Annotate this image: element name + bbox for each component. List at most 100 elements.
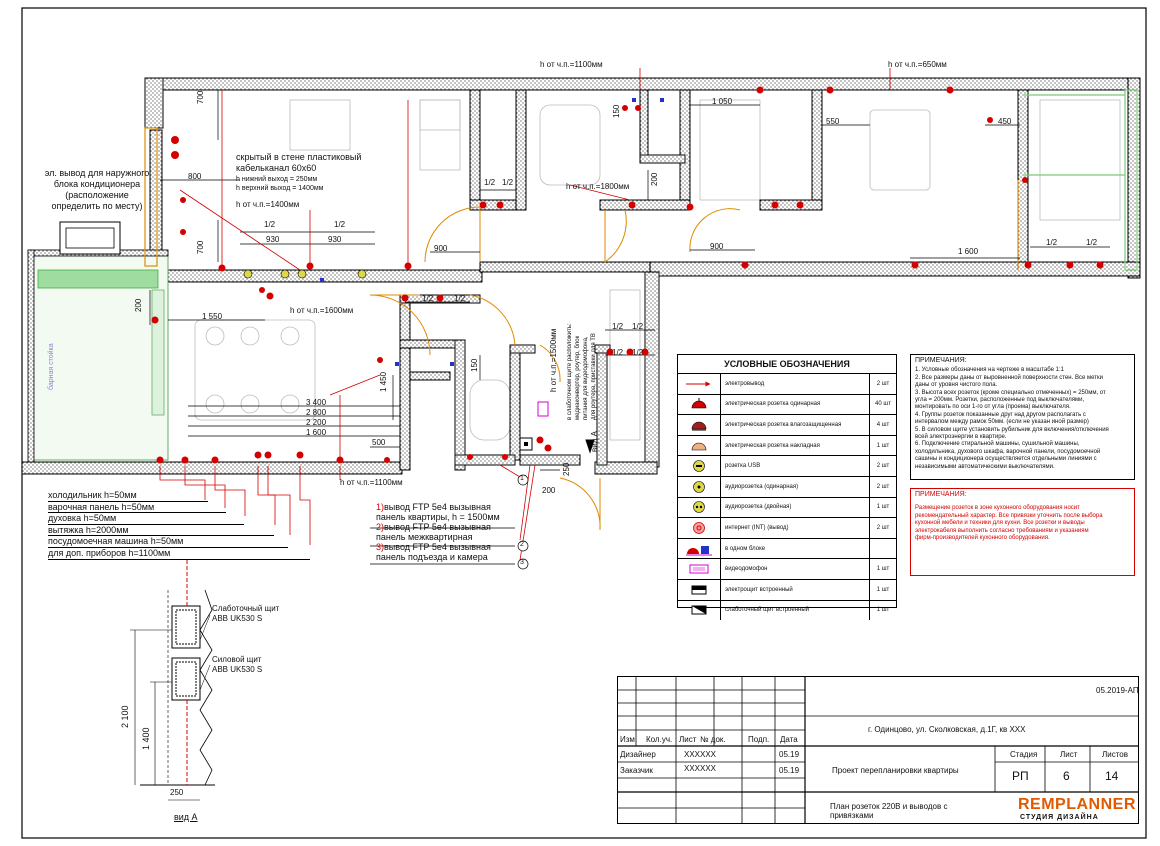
- dim-150a: 150: [612, 104, 621, 118]
- dim-930b: 930: [328, 235, 342, 244]
- dim-half-1: 1/2: [264, 220, 276, 229]
- audio-socket-double-icon: [693, 501, 705, 514]
- appliance-hob: варочная панель h=50мм: [48, 502, 226, 514]
- dim-900b: 900: [710, 242, 724, 251]
- balcony: [27, 221, 169, 463]
- tb-h-date: Дата: [780, 735, 798, 744]
- dim-250: 250: [562, 462, 571, 476]
- door-swings: [369, 206, 741, 531]
- ac-outlet-note: эл. вывод для наружного блока кондиционе…: [44, 168, 150, 211]
- sockets: [151, 86, 1104, 464]
- tb-designer-label: Дизайнер: [620, 750, 656, 759]
- appliance-list: холодильник h=50мм варочная панель h=50м…: [48, 490, 310, 560]
- ftp-circle-1: 1: [520, 475, 524, 482]
- view-a-title: вид А: [174, 812, 198, 822]
- dim-half-5: 1/2: [484, 178, 496, 187]
- label-h1400: h от ч.п.=1400мм: [236, 200, 300, 209]
- legend-row: аудиорозетка (одинарная)2 шт: [678, 476, 896, 498]
- label-h1500-vertical: h от ч.п.=1500мм: [549, 328, 558, 392]
- dim-half-4: 1/2: [454, 294, 466, 303]
- tb-project: Проект перепланировки квартиры: [832, 766, 959, 775]
- tb-sheet: 6: [1063, 769, 1070, 783]
- dim-half-11: 1/2: [612, 348, 624, 357]
- label-h1600: h от ч.п.=1600мм: [290, 306, 354, 315]
- dim-2200: 2 200: [306, 418, 327, 427]
- combined-block-icon: [686, 545, 712, 556]
- dimension-lines: [149, 90, 1110, 471]
- dim-half-7: 1/2: [1046, 238, 1058, 247]
- dim-930a: 930: [266, 235, 280, 244]
- logo-subtitle: СТУДИЯ ДИЗАЙНА: [1020, 814, 1099, 821]
- socket-surface-icon: [691, 442, 707, 450]
- dim-half-10: 1/2: [632, 322, 644, 331]
- dim-1450: 1 450: [379, 371, 388, 392]
- dim-700b: 700: [196, 240, 205, 254]
- internet-socket-icon: [693, 522, 705, 534]
- tb-sheets: 14: [1105, 769, 1119, 783]
- tb-designer-date: 05.19: [779, 750, 800, 759]
- dim-half-2: 1/2: [334, 220, 346, 229]
- tb-h-kol: Кол.уч.: [646, 735, 673, 744]
- tb-h-doc: № док.: [700, 735, 726, 744]
- tb-h-sheets: Листов: [1102, 750, 1128, 759]
- dim-1050: 1 050: [712, 97, 733, 106]
- audio-socket-single-icon: [693, 480, 705, 493]
- power-panel-icon: [691, 585, 707, 595]
- dim-half-12: 1/2: [632, 348, 644, 357]
- view-a-dim-2100: 2 100: [120, 705, 130, 728]
- dim-2800: 2 800: [306, 408, 327, 417]
- balcony-label: барная стойка: [48, 343, 55, 390]
- dim-900a: 900: [434, 244, 448, 253]
- legend-title: УСЛОВНЫЕ ОБОЗНАЧЕНИЯ: [678, 355, 896, 374]
- view-a-elevation: [130, 560, 215, 801]
- dim-700a: 700: [196, 90, 205, 104]
- tb-h-list: Лист: [679, 735, 697, 744]
- view-a-marker: [585, 439, 595, 454]
- dim-450: 450: [998, 117, 1012, 126]
- title-block: [617, 676, 1139, 824]
- title-block-grid: [617, 676, 1139, 824]
- dim-3400: 3 400: [306, 398, 327, 407]
- dim-half-8: 1/2: [1086, 238, 1098, 247]
- videophone-icon: [689, 564, 709, 574]
- legend-row: интернет (INT) (вывод)2 шт: [678, 518, 896, 539]
- dim-800: 800: [188, 172, 202, 181]
- notes-panel: ПРИМЕЧАНИЯ: 1. Условные обозначения на ч…: [910, 354, 1135, 480]
- sheet-frame: [21, 7, 1147, 839]
- tb-code: 05.2019-АП: [1096, 686, 1139, 695]
- dim-500: 500: [372, 438, 386, 447]
- legend-row: в одном блоке: [678, 538, 896, 560]
- label-h1800: h от ч.п.=1800мм: [566, 182, 630, 191]
- ftp-notes: 1)вывод FTP 5е4 вызывная панель квартиры…: [376, 502, 500, 562]
- tb-h-stage: Стадия: [1010, 750, 1038, 759]
- tb-h-izm: Изм.: [620, 735, 638, 744]
- tb-designer-name: XXXXXX: [684, 750, 717, 759]
- label-h1100-bottom: h от ч.п.=1100мм: [340, 478, 403, 487]
- view-a-dim-250: 250: [170, 788, 184, 797]
- appliance-fridge: холодильник h=50мм: [48, 490, 208, 502]
- dim-1600b: 1 600: [306, 428, 327, 437]
- legend-row: аудиорозетка (двойная)1 шт: [678, 497, 896, 519]
- ftp-circle-2: 2: [520, 541, 524, 548]
- tb-address: г. Одинцово, ул. Сколковская, д.1Г, кв Х…: [868, 725, 1026, 734]
- weak-panel-icon: [691, 605, 707, 615]
- tb-h-sheet: Лист: [1060, 750, 1078, 759]
- audio-sockets: [243, 98, 664, 366]
- appliance-oven: духовка h=50мм: [48, 513, 244, 525]
- ftp-circle-3: 3: [520, 559, 524, 566]
- usb-socket-icon: [693, 460, 705, 472]
- tb-customer-name: XXXXXX: [684, 764, 717, 773]
- arrow-icon: [686, 381, 711, 387]
- kitchen-notes-panel: ПРИМЕЧАНИЯ: Размещение розеток в зоне ку…: [910, 488, 1135, 576]
- note-circles: [370, 474, 529, 570]
